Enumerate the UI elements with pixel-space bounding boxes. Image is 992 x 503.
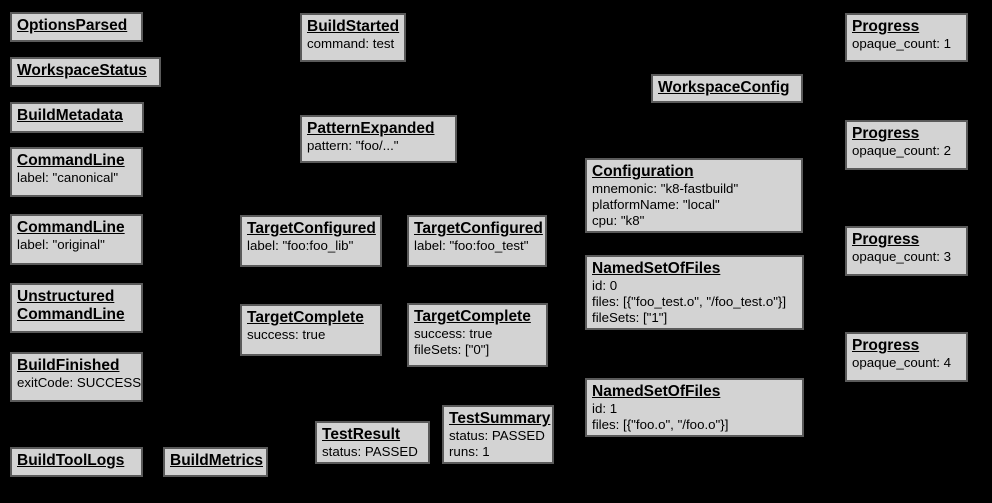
node-command-line-canonical: CommandLine label: "canonical" (10, 147, 143, 197)
node-build-metadata: BuildMetadata (10, 102, 144, 133)
node-field: mnemonic: "k8-fastbuild" (592, 181, 739, 196)
node-target-configured-foo-lib: TargetConfigured label: "foo:foo_lib" (240, 215, 382, 267)
node-field: fileSets: ["1"] (592, 310, 668, 325)
node-title: TargetConfigured (247, 220, 376, 237)
node-field: exitCode: SUCCESS (17, 375, 142, 390)
node-title: Progress (852, 231, 920, 248)
node-title: Configuration (592, 163, 694, 180)
node-field: opaque_count: 1 (852, 36, 952, 51)
node-field: runs: 1 (449, 444, 490, 459)
node-title: OptionsParsed (17, 17, 128, 34)
node-field: opaque_count: 2 (852, 143, 952, 158)
node-build-metrics: BuildMetrics (163, 447, 268, 477)
node-title: Unstructured CommandLine (17, 288, 125, 323)
node-test-summary: TestSummary status: PASSED runs: 1 (442, 405, 554, 464)
node-field: success: true (414, 326, 493, 341)
node-named-set-of-files-0: NamedSetOfFiles id: 0 files: [{"foo_test… (585, 255, 804, 330)
node-field: opaque_count: 3 (852, 249, 952, 264)
node-title: BuildFinished (17, 357, 120, 374)
node-target-complete-foo-test: TargetComplete success: true fileSets: [… (407, 303, 548, 367)
node-title: PatternExpanded (307, 120, 435, 137)
node-title: BuildStarted (307, 18, 400, 35)
node-title: CommandLine (17, 152, 125, 169)
node-title: TargetComplete (414, 308, 531, 325)
node-title: WorkspaceConfig (658, 79, 790, 96)
node-field: opaque_count: 4 (852, 355, 952, 370)
node-field: status: PASSED (322, 444, 418, 459)
node-options-parsed: OptionsParsed (10, 12, 143, 42)
node-title: TestSummary (449, 410, 551, 427)
node-field: success: true (247, 327, 326, 342)
node-title: Progress (852, 18, 920, 35)
node-title: CommandLine (17, 219, 125, 236)
node-target-complete-foo-lib: TargetComplete success: true (240, 304, 382, 356)
node-title: TargetComplete (247, 309, 364, 326)
node-title: TargetConfigured (414, 220, 543, 237)
node-build-tool-logs: BuildToolLogs (10, 447, 143, 477)
node-field: files: [{"foo_test.o", "/foo_test.o"}] (592, 294, 787, 309)
node-title: NamedSetOfFiles (592, 260, 721, 277)
node-field: label: "foo:foo_lib" (247, 238, 354, 253)
node-field: label: "foo:foo_test" (414, 238, 529, 253)
node-title: WorkspaceStatus (17, 62, 147, 79)
node-progress-1: Progress opaque_count: 1 (845, 13, 968, 62)
node-named-set-of-files-1: NamedSetOfFiles id: 1 files: [{"foo.o", … (585, 378, 804, 437)
node-test-result: TestResult status: PASSED (315, 421, 430, 464)
node-field: command: test (307, 36, 395, 51)
node-title: Progress (852, 337, 920, 354)
node-build-started: BuildStarted command: test (300, 13, 406, 62)
node-field: pattern: "foo/..." (307, 138, 399, 153)
node-title: BuildToolLogs (17, 452, 125, 469)
node-pattern-expanded: PatternExpanded pattern: "foo/..." (300, 115, 457, 163)
node-field: label: "original" (17, 237, 105, 252)
node-progress-4: Progress opaque_count: 4 (845, 332, 968, 382)
node-title: NamedSetOfFiles (592, 383, 721, 400)
node-progress-3: Progress opaque_count: 3 (845, 226, 968, 276)
node-target-configured-foo-test: TargetConfigured label: "foo:foo_test" (407, 215, 547, 267)
node-build-finished: BuildFinished exitCode: SUCCESS (10, 352, 143, 402)
node-workspace-status: WorkspaceStatus (10, 57, 161, 87)
node-field: label: "canonical" (17, 170, 119, 185)
node-command-line-original: CommandLine label: "original" (10, 214, 143, 265)
node-field: id: 1 (592, 401, 618, 416)
node-configuration: Configuration mnemonic: "k8-fastbuild" p… (585, 158, 803, 233)
node-field: fileSets: ["0"] (414, 342, 490, 357)
node-field: cpu: "k8" (592, 213, 645, 228)
node-field: platformName: "local" (592, 197, 720, 212)
node-title: TestResult (322, 426, 401, 443)
node-field: files: [{"foo.o", "/foo.o"}] (592, 417, 729, 432)
node-title: Progress (852, 125, 920, 142)
node-field: status: PASSED (449, 428, 545, 443)
node-field: id: 0 (592, 278, 618, 293)
node-unstructured-command-line: Unstructured CommandLine (10, 283, 143, 333)
node-title: BuildMetadata (17, 107, 123, 124)
node-workspace-config: WorkspaceConfig (651, 74, 803, 103)
node-title: BuildMetrics (170, 452, 264, 469)
node-progress-2: Progress opaque_count: 2 (845, 120, 968, 170)
